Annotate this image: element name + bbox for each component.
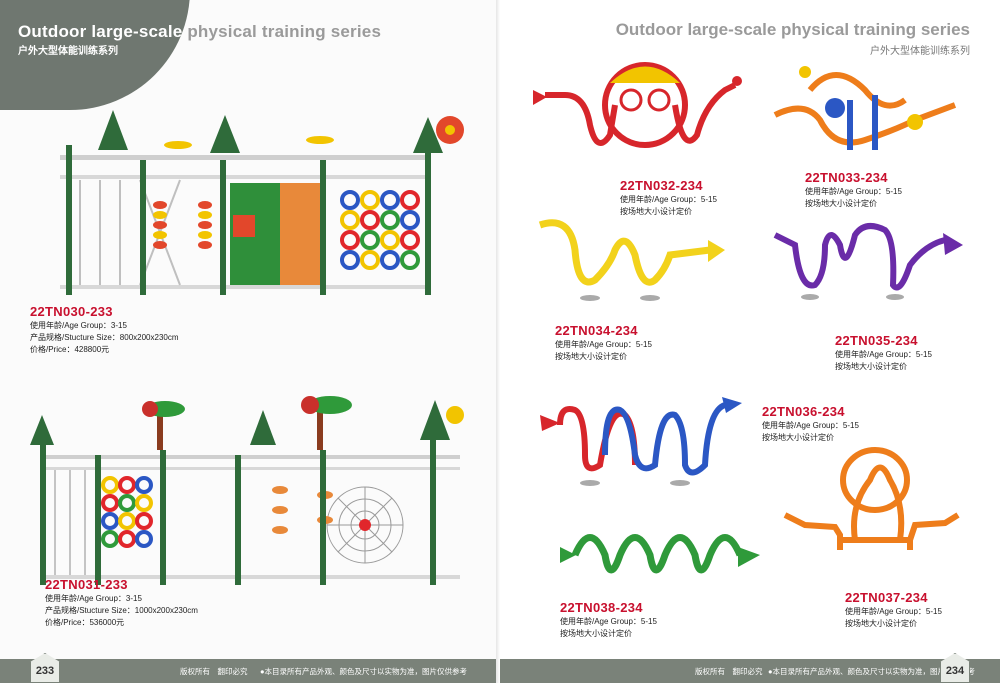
pricing-note: 按场地大小设计定价 (555, 352, 627, 361)
product-info: 使用年龄/Age Group：5-15 按场地大小设计定价 (762, 420, 859, 444)
age-group: 使用年龄/Age Group：5-15 (845, 607, 942, 616)
product-code: 22TN034-234 (555, 323, 638, 338)
product-image-22TN036 (540, 397, 742, 486)
price: 价格/Price：428800元 (30, 345, 110, 354)
pricing-note: 按场地大小设计定价 (620, 207, 692, 216)
footer-copyright: 版权所有 翻印必究 (695, 667, 763, 676)
right-page: Outdoor large-scale physical training se… (500, 0, 1000, 683)
product-image-22TN037 (783, 447, 960, 550)
product-image-22TN031 (30, 396, 464, 585)
structure-size: 产品规格/Stucture Size：1000x200x230cm (45, 606, 198, 615)
product-image-22TN035 (773, 223, 963, 300)
product-image-22TN030 (60, 110, 464, 295)
page-title-cn: 户外大型体能训练系列 (870, 46, 970, 57)
page-title-en: Outdoor large-scale physical training se… (18, 22, 382, 41)
product-info: 使用年龄/Age Group：5-15 按场地大小设计定价 (835, 349, 932, 373)
product-image-22TN032 (533, 62, 742, 148)
page-number: 234 (940, 653, 970, 683)
page-title-cn: 户外大型体能训练系列 (18, 46, 118, 57)
product-info: 使用年龄/Age Group：5-15 按场地大小设计定价 (845, 606, 942, 630)
page-number: 233 (30, 653, 60, 683)
product-info: 使用年龄/Age Group：5-15 按场地大小设计定价 (555, 339, 652, 363)
product-info: 使用年龄/Age Group：3-15 产品规格/Stucture Size：1… (45, 593, 198, 629)
product-code: 22TN033-234 (805, 170, 888, 185)
product-info: 使用年龄/Age Group：3-15 产品规格/Stucture Size：8… (30, 320, 179, 356)
age-group: 使用年龄/Age Group：5-15 (805, 187, 902, 196)
pricing-note: 按场地大小设计定价 (835, 362, 907, 371)
age-group: 使用年龄/Age Group：5-15 (555, 340, 652, 349)
age-group: 使用年龄/Age Group：5-15 (762, 421, 859, 430)
age-group: 使用年龄/Age Group：5-15 (620, 195, 717, 204)
footer-bar: 版权所有 翻印必究 ●本目录所有产品外观、颜色及尺寸以实物为准，图片仅供参考 (500, 659, 1000, 683)
page-title-en: Outdoor large-scale physical training se… (615, 20, 970, 39)
footer-note: ●本目录所有产品外观、颜色及尺寸以实物为准，图片仅供参考 (260, 667, 468, 676)
product-info: 使用年龄/Age Group：5-15 按场地大小设计定价 (560, 616, 657, 640)
age-group: 使用年龄/Age Group：3-15 (45, 594, 142, 603)
product-image-22TN034 (538, 219, 725, 301)
product-code: 22TN032-234 (620, 178, 703, 193)
product-code: 22TN035-234 (835, 333, 918, 348)
age-group: 使用年龄/Age Group：3-15 (30, 321, 127, 330)
product-image-22TN033 (773, 66, 957, 150)
pricing-note: 按场地大小设计定价 (560, 629, 632, 638)
footer-bar: 版权所有 翻印必究 ●本目录所有产品外观、颜色及尺寸以实物为准，图片仅供参考 (0, 659, 500, 683)
product-info: 使用年龄/Age Group：5-15 按场地大小设计定价 (620, 194, 717, 218)
age-group: 使用年龄/Age Group：5-15 (560, 617, 657, 626)
product-code: 22TN036-234 (762, 404, 845, 419)
product-code: 22TN030-233 (30, 304, 113, 319)
price: 价格/Price：536000元 (45, 618, 125, 627)
pricing-note: 按场地大小设计定价 (805, 199, 877, 208)
product-image-22TN038 (560, 534, 760, 574)
product-code: 22TN037-234 (845, 590, 928, 605)
pricing-note: 按场地大小设计定价 (845, 619, 917, 628)
footer-note: ●本目录所有产品外观、颜色及尺寸以实物为准，图片仅供参考 (768, 667, 976, 676)
footer-copyright: 版权所有 翻印必究 (180, 667, 248, 676)
age-group: 使用年龄/Age Group：5-15 (835, 350, 932, 359)
pricing-note: 按场地大小设计定价 (762, 433, 834, 442)
product-code: 22TN038-234 (560, 600, 643, 615)
structure-size: 产品规格/Stucture Size：800x200x230cm (30, 333, 179, 342)
product-info: 使用年龄/Age Group：5-15 按场地大小设计定价 (805, 186, 902, 210)
left-page: Outdoor large-scale physical training se… (0, 0, 500, 683)
product-code: 22TN031-233 (45, 577, 128, 592)
